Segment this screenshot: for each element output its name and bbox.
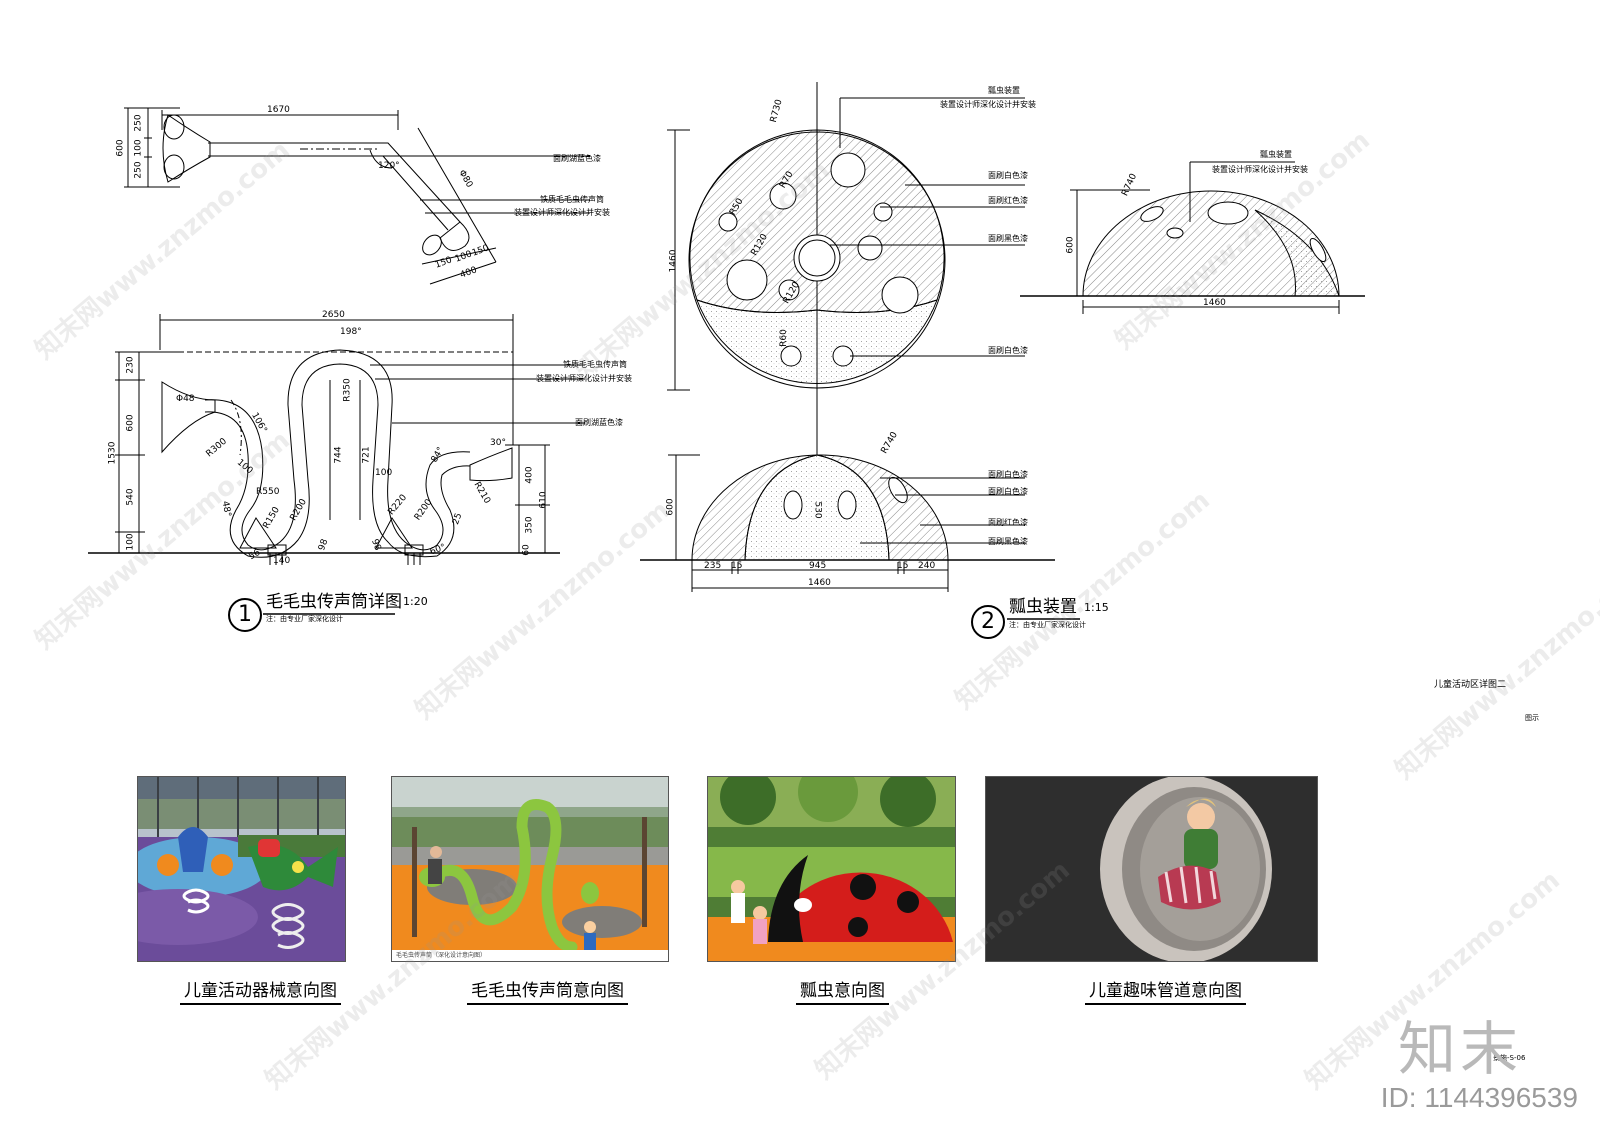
photo-play-tube <box>985 776 1318 962</box>
sheet-number: 景施-S-06 <box>1493 1054 1526 1062</box>
callout-text: 瓢虫装置 <box>1260 150 1292 159</box>
callout-text: 装置设计师深化设计并安装 <box>1212 165 1308 174</box>
caterpillar-upper-plan <box>124 107 590 285</box>
photo-caption: 儿童活动器械意向图 <box>180 980 341 1005</box>
callout-text: 面刷白色漆 <box>988 171 1028 180</box>
callout-text: 铁质毛毛虫传声筒 <box>540 195 604 204</box>
dim-label: 400 <box>524 466 535 484</box>
drawing-scale: 1:20 <box>403 595 428 608</box>
drawing-title: 瓢虫装置 <box>1009 597 1077 617</box>
dim-label: 250 <box>133 161 144 179</box>
photo-caption: 毛毛虫传声筒意向图 <box>467 980 628 1005</box>
dim-label: R350 <box>342 378 353 402</box>
dim-label: 945 <box>809 561 827 571</box>
callout-text: 面刷黑色漆 <box>988 234 1028 243</box>
dim-label: 235 <box>704 561 722 571</box>
brand-logo: 知末 <box>1397 1015 1522 1083</box>
resource-id: ID: 1144396539 <box>1380 1082 1578 1113</box>
caterpillar-elevation <box>88 314 585 565</box>
dim-label: 2650 <box>322 310 345 320</box>
dim-label: 610 <box>538 491 549 509</box>
dim-label: 540 <box>125 488 136 506</box>
dim-label: 15 <box>897 561 909 571</box>
dim-label: R550 <box>256 487 280 497</box>
dim-label: 250 <box>133 114 144 132</box>
legend-label: 图示 <box>1525 714 1539 722</box>
dim-label: 100 <box>125 533 136 551</box>
tube-photo-illustration <box>986 777 1317 961</box>
dim-label: 1460 <box>1203 298 1226 308</box>
callout-text: 装置设计师深化设计并安装 <box>514 208 610 217</box>
callout-text: 面刷红色漆 <box>988 518 1028 527</box>
callout-text: 面刷红色漆 <box>988 196 1028 205</box>
callout-text: 装置设计师深化设计并安装 <box>536 374 632 383</box>
callout-text: 面刷白色漆 <box>988 346 1028 355</box>
photo-caption: 儿童趣味管道意向图 <box>1085 980 1246 1005</box>
callout-text: 铁质毛毛虫传声筒 <box>563 360 627 369</box>
dim-label: 600 <box>1065 236 1076 254</box>
ladybug-side <box>1020 161 1365 314</box>
ladybug-photo-illustration <box>708 777 955 961</box>
dim-label: 1460 <box>668 249 679 273</box>
dim-label: 240 <box>918 561 936 571</box>
dim-label: 1460 <box>808 578 831 588</box>
dim-label: 600 <box>115 139 126 157</box>
photo-caterpillar-tube: 毛毛虫传声筒（深化设计意向图） <box>391 776 669 962</box>
photo-ladybug <box>707 776 956 962</box>
caterpillar-photo-illustration <box>392 777 668 961</box>
drawing-number-badge: 2 <box>971 605 1005 639</box>
drawing-number-badge: 1 <box>228 598 262 632</box>
area-title: 儿童活动区详图二 <box>1434 680 1507 690</box>
dim-label: 600 <box>665 498 676 516</box>
dim-label: 140 <box>273 556 291 566</box>
callout-text: 面刷湖蓝色漆 <box>575 418 623 427</box>
dim-label: 120° <box>378 161 400 171</box>
photo-play-equipment <box>137 776 346 962</box>
dim-label: 350 <box>524 516 535 534</box>
photo-inner-caption: 毛毛虫传声筒（深化设计意向图） <box>396 952 487 959</box>
dim-label: R60 <box>778 329 789 347</box>
callout-text: 面刷白色漆 <box>988 470 1028 479</box>
dim-label: 60 <box>521 544 532 556</box>
spring-rider-illustration <box>138 777 345 961</box>
drawing-scale: 1:15 <box>1084 601 1109 614</box>
drawing-note: 注：由专业厂家深化设计 <box>1009 621 1086 629</box>
dim-label: 15 <box>731 561 743 571</box>
dim-label: 600 <box>125 414 136 432</box>
drawing-note: 注：由专业厂家深化设计 <box>266 615 343 623</box>
dim-label: 100 <box>133 139 144 157</box>
callout-text: 面刷黑色漆 <box>988 537 1028 546</box>
ladybug-plan <box>667 82 1025 560</box>
dim-label: 1670 <box>267 105 290 115</box>
dim-label: 530 <box>812 501 823 519</box>
drawing-title: 毛毛虫传声筒详图 <box>266 592 402 612</box>
callout-text: 瓢虫装置 <box>988 86 1020 95</box>
callout-text: 面刷湖蓝色漆 <box>553 154 601 163</box>
callout-text: 装置设计师深化设计并安装 <box>940 100 1036 109</box>
dim-label: Φ48 <box>176 394 195 404</box>
ladybug-front <box>640 454 1055 592</box>
callout-text: 面刷白色漆 <box>988 487 1028 496</box>
dim-label: 744 <box>333 446 344 464</box>
dim-label: 721 <box>361 446 372 464</box>
dim-label: 30° <box>490 438 506 448</box>
dim-label: 1530 <box>107 441 118 465</box>
photo-caption: 瓢虫意向图 <box>796 980 889 1005</box>
dim-label: 100 <box>375 468 393 478</box>
dim-label: 230 <box>125 356 136 374</box>
dim-label: 198° <box>340 327 362 337</box>
